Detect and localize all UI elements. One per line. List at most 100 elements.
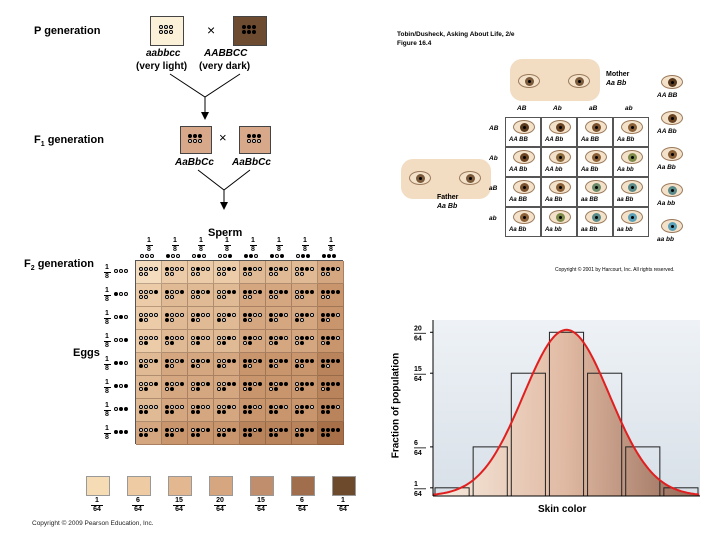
- allele-dots: [165, 428, 185, 437]
- f2-cell: [188, 376, 214, 399]
- f2-cell: [240, 399, 266, 422]
- eye-icon: [585, 180, 607, 194]
- f2-cell: [266, 307, 292, 330]
- f2-cell: [188, 353, 214, 376]
- eye-genotype: Aa bb: [545, 227, 562, 233]
- f2-cell: [240, 353, 266, 376]
- source-line-2: Figure 16.4: [397, 40, 432, 47]
- f2-cell: [266, 353, 292, 376]
- f2-cell: [240, 307, 266, 330]
- eye-genotype: Aa BB: [509, 197, 528, 203]
- mother-label: Mother: [606, 71, 630, 78]
- sperm-label: Sperm: [208, 227, 243, 239]
- f2-cell: [318, 376, 344, 399]
- eye-icon: [621, 150, 643, 164]
- eye-cell: Aa Bb: [505, 207, 541, 237]
- phenotype-swatch: [332, 476, 356, 496]
- allele-dots: [139, 405, 159, 414]
- f2-cell: [188, 284, 214, 307]
- p-light-box: [150, 16, 184, 46]
- right-top-panel: Tobin/Dusheck, Asking About Life, 2/e Fi…: [397, 19, 707, 277]
- eye-genotype: aa BB: [581, 197, 599, 203]
- eye-genotype: aa Bb: [581, 227, 598, 233]
- f2-cell: [188, 330, 214, 353]
- f2-cell: [214, 330, 240, 353]
- allele-dots: [191, 405, 211, 414]
- f2-cell: [240, 376, 266, 399]
- allele-dots: [243, 336, 263, 345]
- phenotype-swatch: [86, 476, 110, 496]
- allele-dots: [165, 313, 185, 322]
- eye-cell: aa bb: [613, 207, 649, 237]
- allele-dots: [321, 290, 341, 299]
- f2-cell: [292, 330, 318, 353]
- f1-generation-label: F1 generation: [34, 134, 104, 149]
- sperm-gamete-dots: [140, 254, 158, 258]
- f1-box-1: [180, 126, 212, 154]
- allele-dots: [295, 359, 315, 368]
- allele-dots: [295, 313, 315, 322]
- eye-cell: AA BB: [505, 117, 541, 147]
- eye-row-header: AB: [489, 125, 499, 132]
- eye-genotype: AA BB: [509, 137, 528, 143]
- phenotype-swatch: [168, 476, 192, 496]
- f2-cell: [188, 261, 214, 284]
- allele-dots: [243, 313, 263, 322]
- f2-cell: [162, 330, 188, 353]
- y-tick-denominator: 64: [414, 335, 422, 342]
- egg-gamete-dots: [114, 315, 132, 319]
- allele-dots: [139, 313, 159, 322]
- allele-dots: [217, 405, 237, 414]
- f2-cell: [266, 330, 292, 353]
- f2-cell: [162, 376, 188, 399]
- f2-cell: [162, 422, 188, 445]
- allele-dots: [321, 313, 341, 322]
- left-copyright: Copyright © 2009 Pearson Education, Inc.: [32, 520, 154, 527]
- f2-cell: [188, 307, 214, 330]
- f2-cell: [214, 284, 240, 307]
- f2-cell: [214, 353, 240, 376]
- eye-icon: [621, 180, 643, 194]
- allele-dots: [165, 382, 185, 391]
- f2-cell: [136, 261, 162, 284]
- allele-dots: [321, 428, 341, 437]
- f2-cell: [136, 422, 162, 445]
- side-genotype: AA BB: [657, 92, 678, 99]
- allele-dots: [269, 336, 289, 345]
- distribution-curve: [432, 328, 700, 496]
- allele-dots: [191, 336, 211, 345]
- eggs-label: Eggs: [73, 347, 100, 359]
- p-genotype-dark: AABBCC: [204, 48, 248, 59]
- phenotype-swatch: [291, 476, 315, 496]
- eye-icon: [513, 120, 535, 134]
- f2-cell: [240, 261, 266, 284]
- mother-genotype: Aa Bb: [606, 80, 627, 87]
- eye-genotype: Aa Bb: [509, 227, 527, 233]
- side-genotype: Aa Bb: [657, 164, 676, 171]
- f1-box-2: [239, 126, 271, 154]
- eye-icon: [513, 210, 535, 224]
- egg-gamete-dots: [114, 361, 132, 365]
- allele-dots: [139, 359, 159, 368]
- allele-dots: [269, 290, 289, 299]
- eye-genotype: Aa bb: [617, 167, 634, 173]
- allele-dots: [243, 382, 263, 391]
- sperm-gamete-dots: [166, 254, 184, 258]
- eye-icon: [549, 180, 571, 194]
- eye-col-header: aB: [589, 105, 598, 112]
- p-cross-symbol: ×: [207, 22, 216, 38]
- f2-cell: [292, 376, 318, 399]
- allele-dots: [217, 382, 237, 391]
- allele-dots: [165, 290, 185, 299]
- egg-gamete-dots: [114, 384, 132, 388]
- f2-cell: [266, 422, 292, 445]
